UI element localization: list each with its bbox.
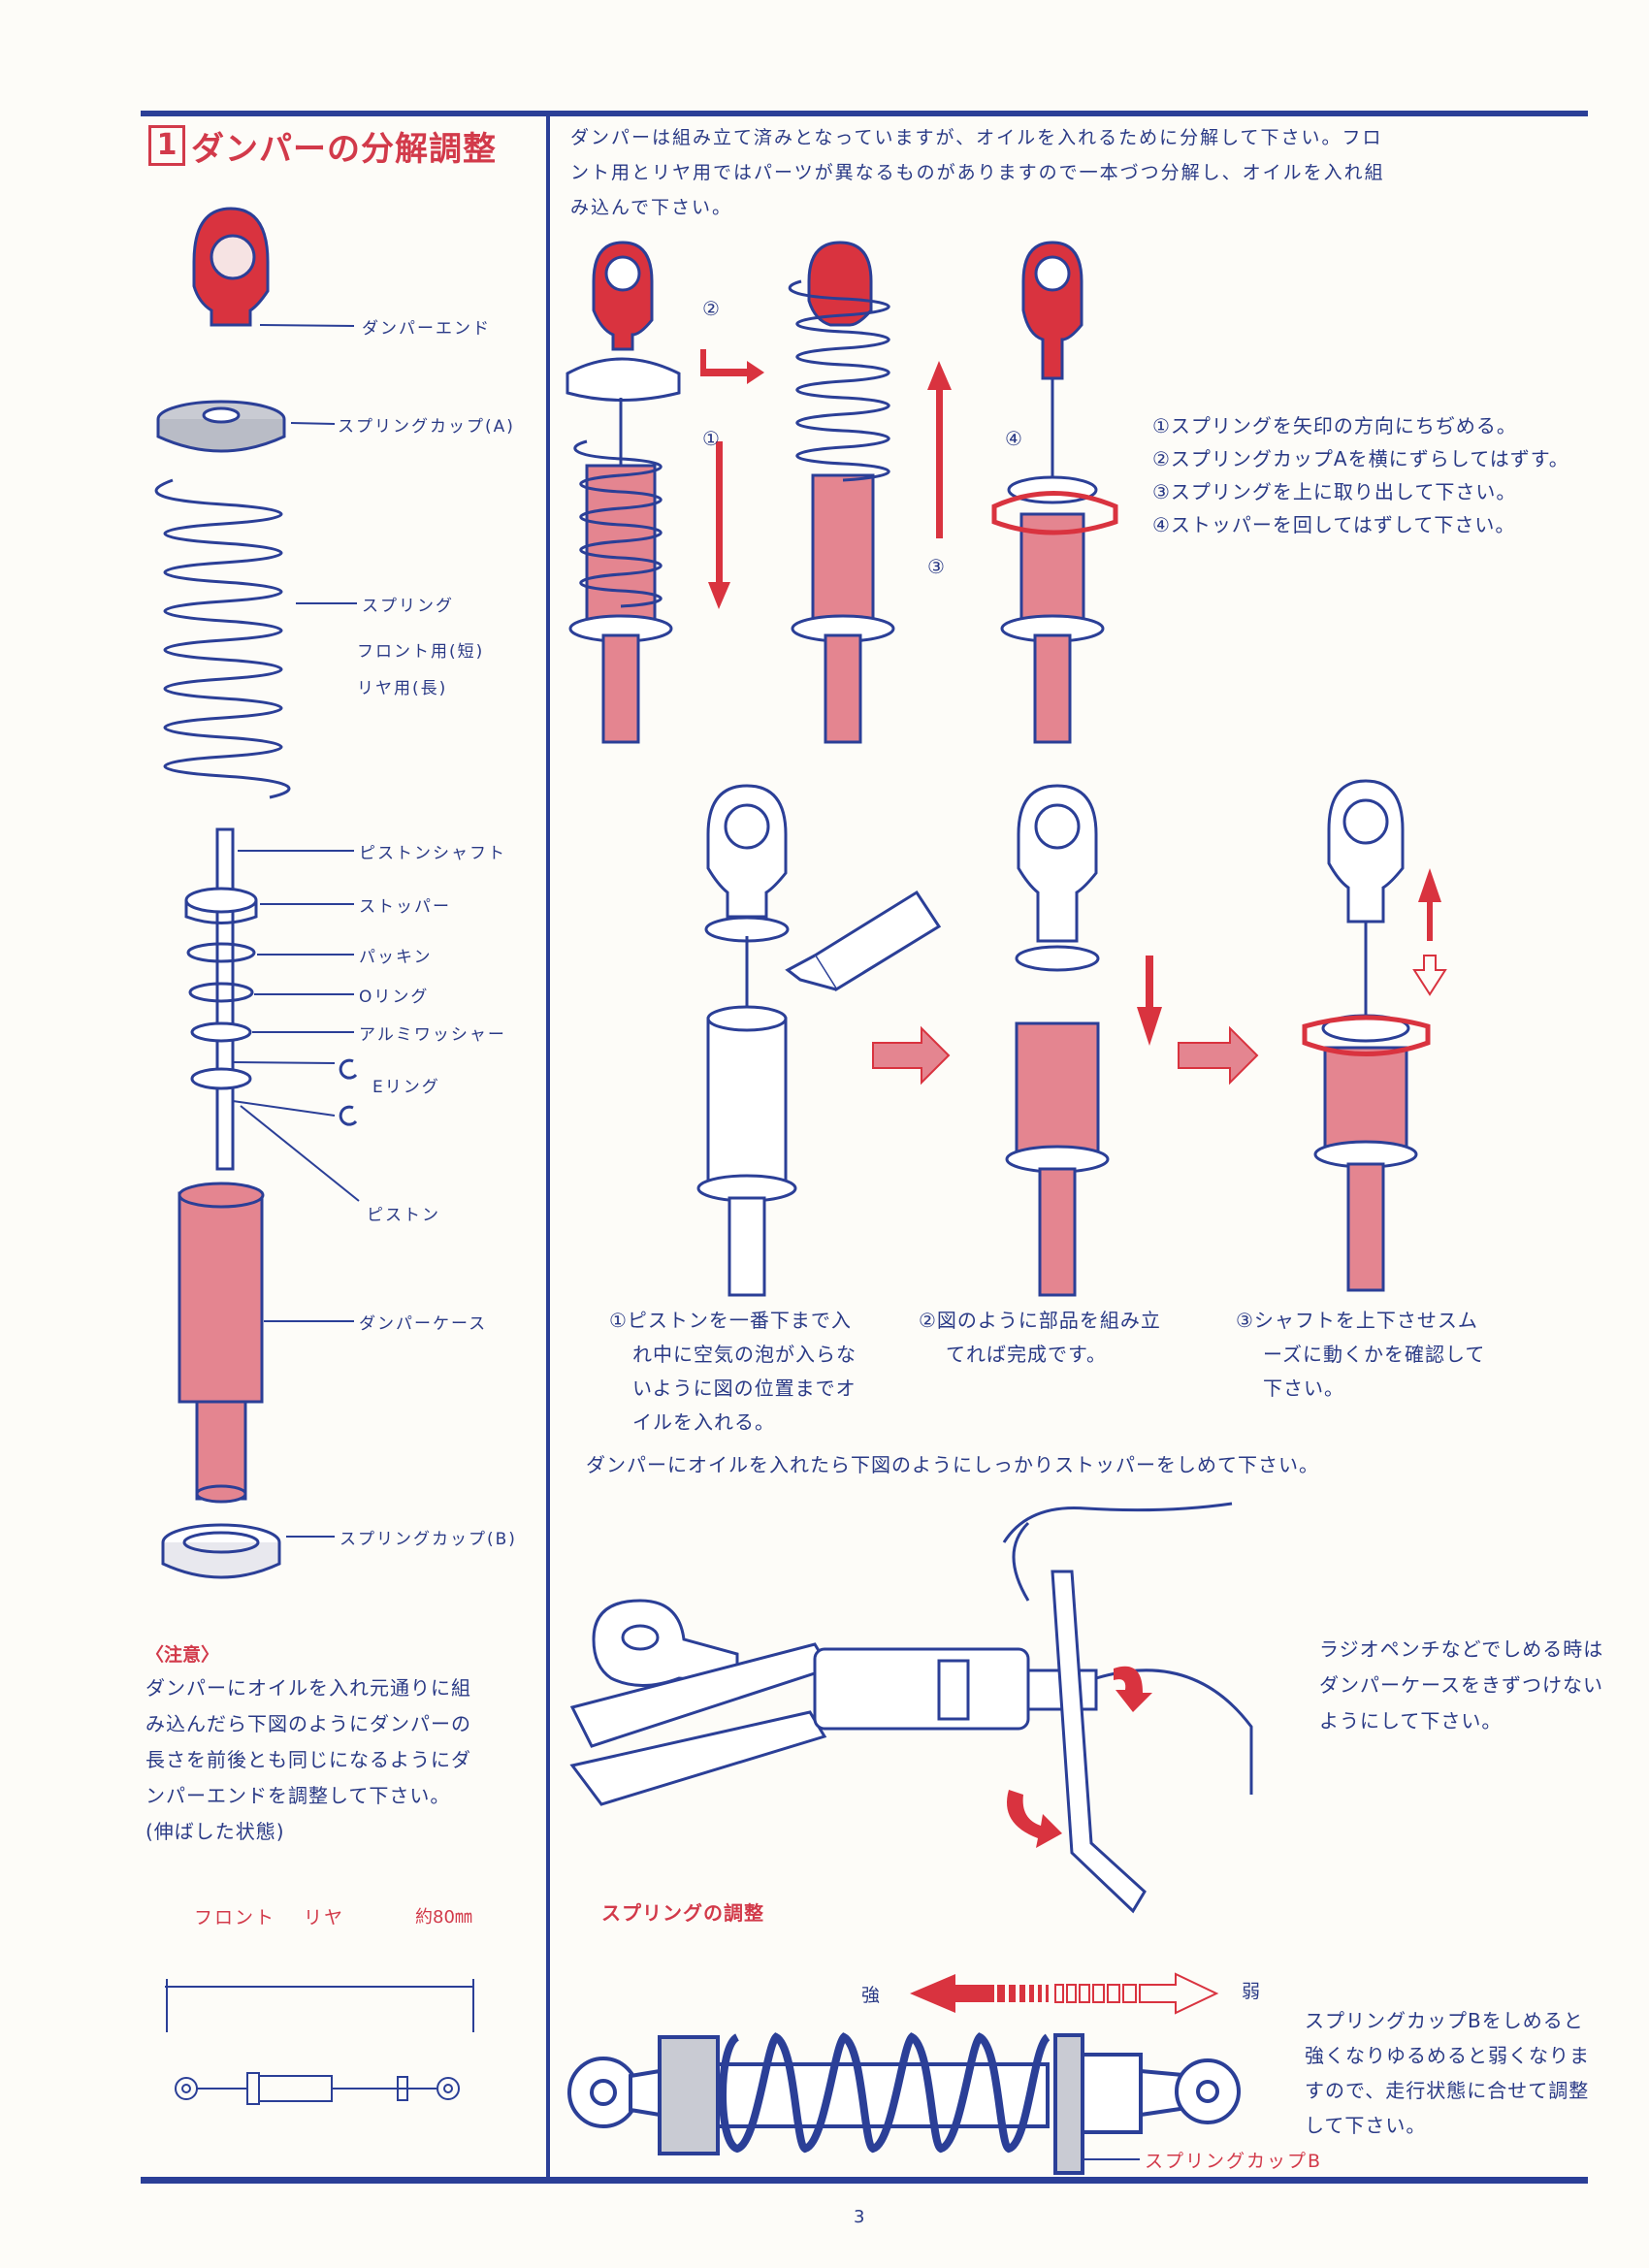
oil-step-2-line-1: ②図のように部品を組み立 (919, 1309, 1161, 1332)
weak-label: 弱 (1242, 1981, 1261, 2002)
spring-adjust-title: スプリングの調整 (601, 1901, 764, 1925)
intro-line-3: み込んで下さい。 (570, 197, 733, 218)
caution-line-2: み込んだら下図のようにダンパーの (146, 1712, 471, 1735)
oil-step-1-line-1: ①ピストンを一番下まで入 (609, 1309, 852, 1332)
caution-line-4: ンパーエンドを調整して下さい。 (146, 1784, 451, 1807)
caution-line-1: ダンパーにオイルを入れ元通りに組 (146, 1676, 471, 1700)
intro-line-2: ント用とリヤ用ではパーツが異なるものがありますので一本づつ分解し、オイルを入れ組 (570, 162, 1385, 183)
spring-note-line-1: スプリングカップBをしめると (1305, 2009, 1584, 2032)
caution-block: 〈注意〉 ダンパーにオイルを入れ元通りに組 み込んだら下図のようにダンパーの 長… (146, 1639, 543, 1850)
oil-step-3: ③シャフトを上下させスム ーズに動くかを確認して 下さい。 (1236, 1304, 1546, 1406)
pliers-note-line-3: ようにして下さい。 (1319, 1709, 1503, 1733)
pliers-note-line-2: ダンパーケースをきずつけない (1319, 1673, 1603, 1697)
length-value: 約80㎜ (415, 1907, 472, 1928)
label-spring-front: フロント用(短) (357, 642, 485, 662)
top-rule (141, 111, 1588, 116)
stopper-note: ダンパーにオイルを入れたら下図のようにしっかりストッパーをしめて下さい。 (586, 1453, 1319, 1476)
length-diagram (165, 1979, 474, 2105)
pliers-note: ラジオペンチなどでしめる時は ダンパーケースをきずつけない ようにして下さい。 (1319, 1632, 1630, 1739)
intro-line-1: ダンパーは組み立て済みとなっていますが、オイルを入れるために分解して下さい。フロ (570, 127, 1383, 148)
disassembly-steps: ①スプリングを矢印の方向にちぢめる。 ②スプリングカップAを横にずらしてはずす。… (1152, 409, 1637, 541)
spring-cup-b-callout: スプリングカップB (1145, 2151, 1323, 2172)
oil-step-3-line-3: 下さい。 (1263, 1377, 1344, 1400)
oil-step-1-line-4: イルを入れる。 (632, 1410, 775, 1434)
spring-adjust-illustration (567, 1972, 1241, 2175)
oil-step-1-line-3: いように図の位置までオ (632, 1377, 857, 1400)
disassembly-step-2: ②スプリングカップAを横にずらしてはずす。 (1152, 447, 1569, 470)
spring-note-line-2: 強くなりゆるめると弱くなりま (1305, 2044, 1590, 2067)
length-front-label: フロント (194, 1907, 276, 1928)
spring-note-line-3: すので、走行状態に合せて調整 (1305, 2079, 1590, 2102)
spring-adjust-note: スプリングカップBをしめると 強くなりゆるめると弱くなりま すので、走行状態に合… (1305, 2003, 1625, 2143)
oil-fill-illustrations (696, 779, 1447, 1297)
intro-text: ダンパーは組み立て済みとなっていますが、オイルを入れるために分解して下さい。フロ… (570, 120, 1599, 225)
disassembly-step-3: ③スプリングを上に取り出して下さい。 (1152, 480, 1517, 503)
stopper-tightening-illustration (569, 1502, 1253, 1914)
exploded-parts-diagram (154, 207, 360, 1579)
disassembly-illustrations (566, 241, 1118, 744)
disassembly-step-1: ①スプリングを矢印の方向にちぢめる。 (1152, 414, 1517, 437)
pliers-note-line-1: ラジオペンチなどでしめる時は (1319, 1637, 1604, 1661)
page-number: 3 (854, 2207, 865, 2227)
mark-2-a: ② (702, 297, 722, 320)
mark-4-a: ④ (1005, 427, 1024, 450)
oil-step-1-line-2: れ中に空気の泡が入らな (632, 1343, 857, 1366)
label-e-ring: Eリング (372, 1078, 440, 1097)
oil-step-3-line-1: ③シャフトを上下させスム (1236, 1309, 1478, 1332)
section-title: ダンパーの分解調整 (191, 129, 497, 169)
bottom-rule (141, 2177, 1588, 2184)
section-heading: 1 ダンパーの分解調整 (148, 124, 497, 169)
label-packing: パッキン (359, 948, 433, 967)
oil-step-3-line-2: ーズに動くかを確認して (1263, 1343, 1486, 1366)
oil-step-2-line-2: てれば完成です。 (946, 1343, 1107, 1366)
label-piston: ピストン (367, 1206, 440, 1225)
length-rear-label: リヤ (304, 1907, 345, 1928)
caution-line-3: 長さを前後とも同じになるようにダ (146, 1748, 471, 1771)
label-spring-cup-b: スプリングカップ(B) (340, 1530, 517, 1549)
label-damper-end: ダンパーエンド (362, 319, 491, 339)
oil-step-2: ②図のように部品を組み立 てれば完成です。 (919, 1304, 1210, 1372)
label-spring-cup-a: スプリングカップ(A) (338, 417, 515, 437)
label-stopper: ストッパー (359, 897, 451, 917)
spring-note-line-4: して下さい。 (1305, 2114, 1427, 2137)
oil-step-1: ①ピストンを一番下まで入 れ中に空気の泡が入らな いように図の位置までオ イルを… (609, 1304, 900, 1440)
column-divider (546, 111, 550, 2182)
label-o-ring: Oリング (359, 988, 430, 1007)
label-piston-shaft: ピストンシャフト (359, 844, 506, 863)
mark-1-a: ① (702, 427, 722, 450)
label-alu-washer: アルミワッシャー (359, 1025, 506, 1045)
label-damper-case: ダンパーケース (359, 1314, 488, 1334)
caution-line-5: (伸ばした状態) (146, 1820, 285, 1843)
caution-title: 〈注意〉 (146, 1644, 220, 1666)
strong-label: 強 (861, 1985, 881, 2006)
mark-3-a: ③ (927, 555, 947, 578)
section-number: 1 (148, 125, 185, 166)
label-spring-rear: リヤ用(長) (357, 679, 448, 698)
disassembly-step-4: ④ストッパーを回してはずして下さい。 (1152, 513, 1516, 536)
label-spring: スプリング (362, 597, 454, 616)
